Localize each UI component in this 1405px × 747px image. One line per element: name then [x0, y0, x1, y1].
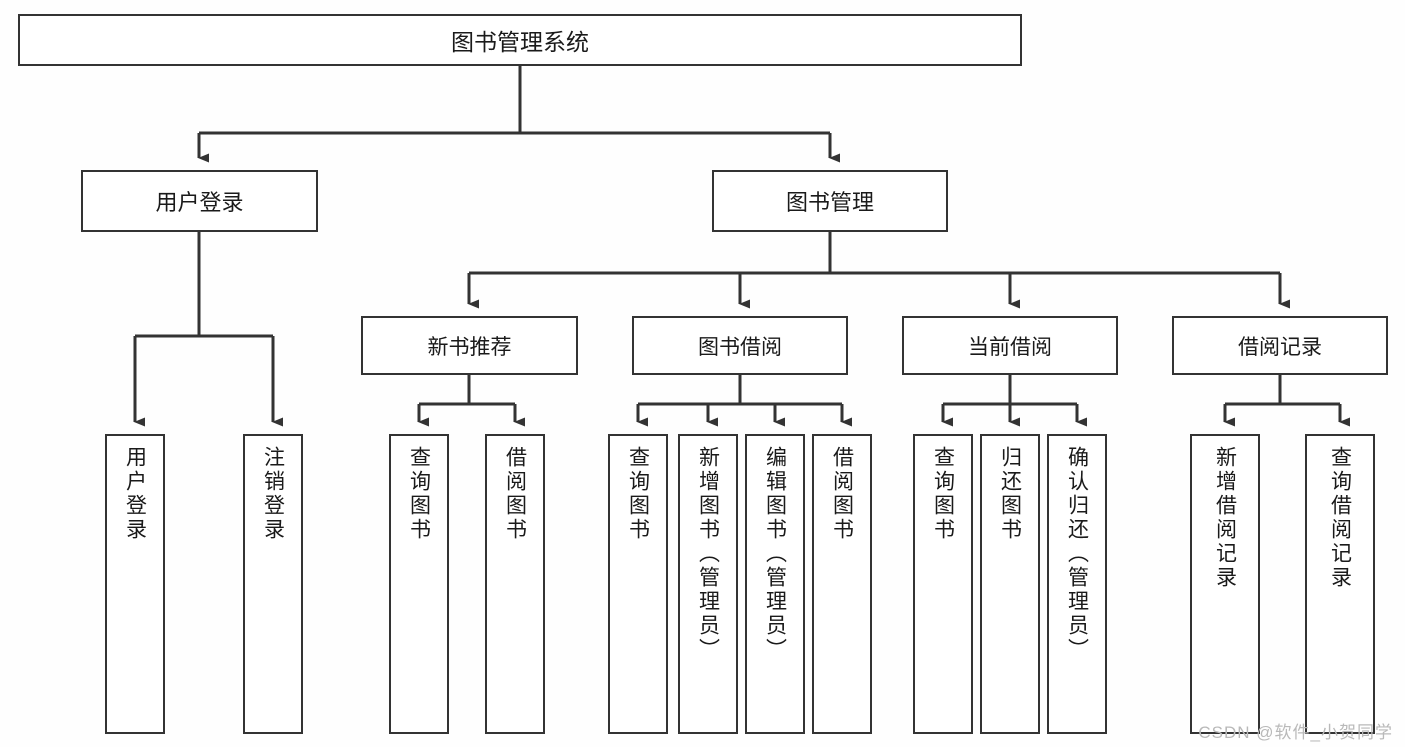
leaf-label: 查询图书	[931, 446, 955, 542]
node-leaf-borrow-book-newbook[interactable]: 借阅图书	[485, 434, 545, 734]
leaf-label: 用户登录	[123, 446, 147, 542]
node-leaf-edit-book-admin[interactable]: 编辑图书（管理员）	[745, 434, 805, 734]
leaf-label: 归还图书	[998, 446, 1022, 542]
node-leaf-add-borrow-record[interactable]: 新增借阅记录	[1190, 434, 1260, 734]
leaf-label: 新增借阅记录	[1213, 446, 1237, 590]
node-leaf-user-login[interactable]: 用户登录	[105, 434, 165, 734]
node-leaf-confirm-return-admin[interactable]: 确认归还（管理员）	[1047, 434, 1107, 734]
node-user-login[interactable]: 用户登录	[81, 170, 318, 232]
node-root-book-management-system[interactable]: 图书管理系统	[18, 14, 1022, 66]
leaf-label: 注销登录	[261, 446, 285, 542]
node-leaf-borrow-book[interactable]: 借阅图书	[812, 434, 872, 734]
node-book-borrow[interactable]: 图书借阅	[632, 316, 848, 375]
node-current-borrow[interactable]: 当前借阅	[902, 316, 1118, 375]
leaf-label: 新增图书（管理员）	[696, 446, 720, 662]
node-leaf-return-book[interactable]: 归还图书	[980, 434, 1040, 734]
leaf-label: 借阅图书	[830, 446, 854, 542]
node-leaf-query-book-borrow[interactable]: 查询图书	[608, 434, 668, 734]
node-book-management[interactable]: 图书管理	[712, 170, 948, 232]
node-leaf-logout[interactable]: 注销登录	[243, 434, 303, 734]
leaf-label: 确认归还（管理员）	[1065, 446, 1089, 662]
node-borrow-record[interactable]: 借阅记录	[1172, 316, 1388, 375]
node-leaf-query-borrow-record[interactable]: 查询借阅记录	[1305, 434, 1375, 734]
leaf-label: 借阅图书	[503, 446, 527, 542]
leaf-label: 编辑图书（管理员）	[763, 446, 787, 662]
node-leaf-query-book-current[interactable]: 查询图书	[913, 434, 973, 734]
leaf-label: 查询借阅记录	[1328, 446, 1352, 590]
node-new-book-recommend[interactable]: 新书推荐	[361, 316, 578, 375]
node-leaf-add-book-admin[interactable]: 新增图书（管理员）	[678, 434, 738, 734]
leaf-label: 查询图书	[407, 446, 431, 542]
node-leaf-query-book-newbook[interactable]: 查询图书	[389, 434, 449, 734]
leaf-label: 查询图书	[626, 446, 650, 542]
